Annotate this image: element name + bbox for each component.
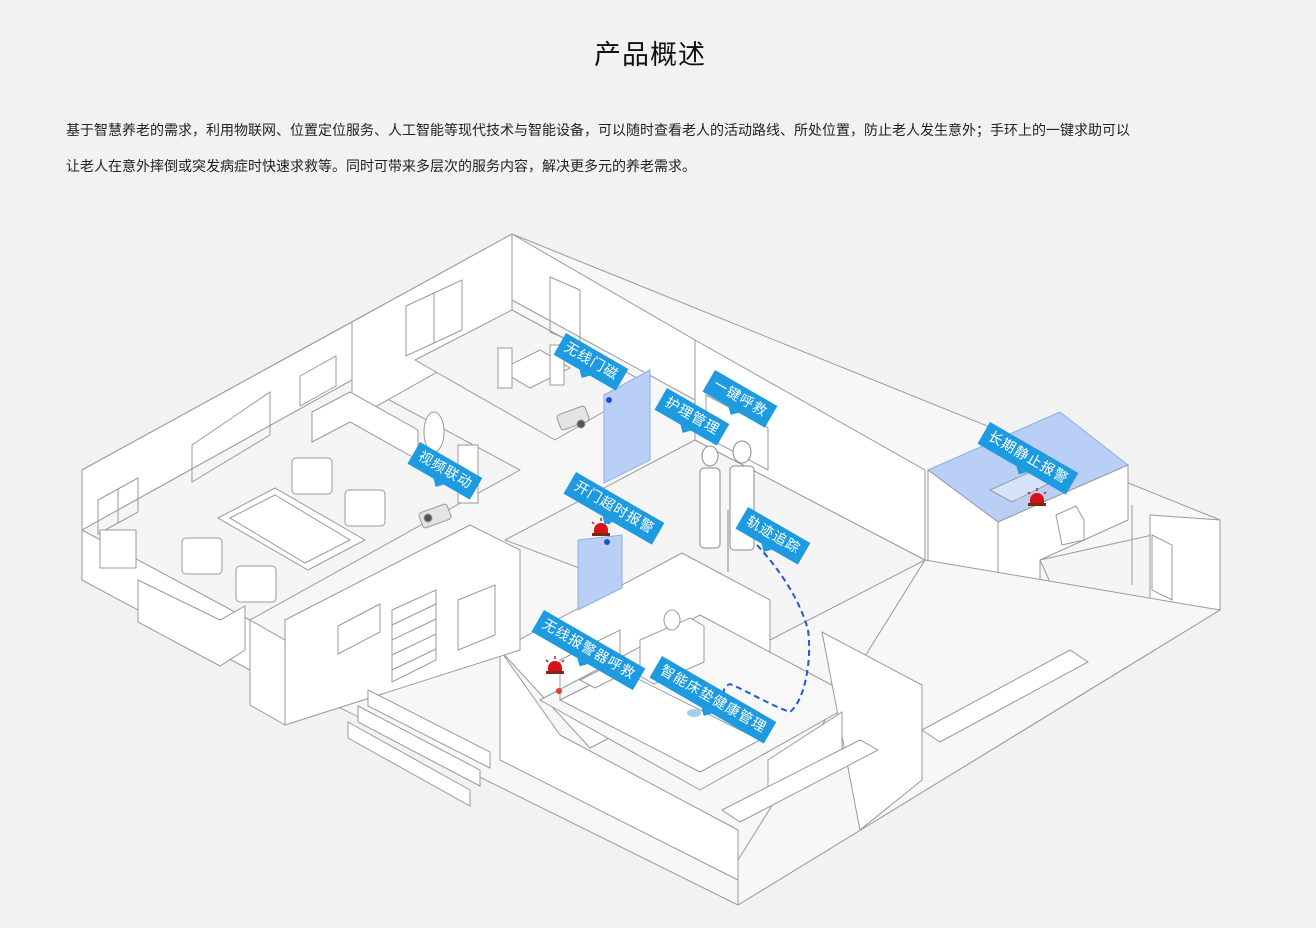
coffee-table <box>216 487 367 571</box>
alarm-beacon-icon <box>1027 488 1047 506</box>
table-lamp <box>663 609 681 631</box>
security-camera-icon <box>418 405 590 529</box>
intro-paragraph: 基于智慧养老的需求，利用物联网、位置定位服务、人工智能等现代技术与智能设备，可以… <box>66 113 1246 185</box>
sideboard <box>137 579 246 667</box>
armchair-4 <box>235 565 277 603</box>
bookshelf <box>391 589 437 683</box>
door-sensor-zone <box>603 369 651 484</box>
alarm-beacon-icon <box>545 656 565 674</box>
caregiver-head <box>701 445 719 467</box>
study-wall-frame <box>337 603 381 655</box>
toilet <box>1055 505 1085 546</box>
wall-painting-large <box>191 391 271 483</box>
bedroom-front-wall <box>499 649 739 881</box>
window-living-room <box>97 477 139 535</box>
intro-line-2: 让老人在意外摔倒或突发病症时快速求救等。同时可带来多层次的服务内容，解决更多元的… <box>66 159 696 175</box>
wireless-alarm-button-icon <box>556 688 562 694</box>
dining-chair-1 <box>497 347 513 389</box>
caregiver-body <box>699 467 721 549</box>
door-sensor-dot-icon <box>606 397 612 403</box>
intro-line-1: 基于智慧养老的需求，利用物联网、位置定位服务、人工智能等现代技术与智能设备，可以… <box>66 123 1130 139</box>
elderly-person-head <box>732 440 752 464</box>
armchair-3 <box>181 537 223 575</box>
hall-bench <box>921 649 1089 743</box>
entrance-step-3 <box>347 721 471 807</box>
page-title: 产品概述 <box>594 40 706 71</box>
door-open-timeout-zone <box>577 534 623 611</box>
tv-bench <box>721 739 880 823</box>
mattress-sensor-icon <box>687 709 701 717</box>
window-dining-room <box>405 279 463 357</box>
door-timeout-sensor-dot-icon <box>604 539 610 545</box>
armchair-2 <box>344 489 386 527</box>
side-cabinet <box>99 529 137 569</box>
study-front-wall <box>249 619 286 726</box>
drawer-cabinet <box>457 584 496 651</box>
armchair-1 <box>291 457 333 495</box>
entrance-step-1 <box>367 689 491 769</box>
entrance-step-2 <box>357 705 481 787</box>
trajectory-path <box>722 544 811 714</box>
shoe-shelf <box>1151 534 1173 601</box>
wall-frame-small <box>299 355 337 407</box>
